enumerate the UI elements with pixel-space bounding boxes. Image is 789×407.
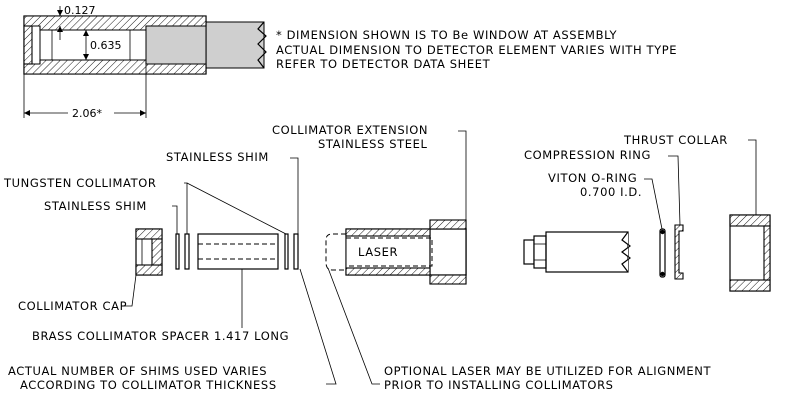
collimator-cap <box>135 228 163 276</box>
label-collimator-extension-2: STAINLESS STEEL <box>318 137 428 151</box>
label-shims-note-2: ACCORDING TO COLLIMATOR THICKNESS <box>20 378 277 392</box>
thrust-collar <box>729 214 771 292</box>
detector-tube <box>203 21 265 69</box>
stainless-shim-left <box>175 233 180 270</box>
label-stainless-shim-left: STAINLESS SHIM <box>44 199 147 213</box>
optional-laser: LASER <box>325 233 433 271</box>
label-stainless-shim-top: STAINLESS SHIM <box>166 150 269 164</box>
label-brass-spacer: BRASS COLLIMATOR SPACER 1.417 LONG <box>32 329 289 343</box>
dim-inner-diameter: 0.635 <box>90 39 122 52</box>
detector <box>523 231 631 273</box>
dim-window-offset: 0.127 <box>64 4 96 17</box>
label-laser-note-1: OPTIONAL LASER MAY BE UTILIZED FOR ALIGN… <box>384 364 711 378</box>
note-line-2: ACTUAL DIMENSION TO DETECTOR ELEMENT VAR… <box>276 43 677 57</box>
label-compression-ring: COMPRESSION RING <box>524 148 651 162</box>
collimator-extension <box>345 219 467 285</box>
compression-ring <box>674 224 684 280</box>
detector-in-body <box>145 25 207 65</box>
tungsten-collimator <box>184 233 190 270</box>
label-shims-note-1: ACTUAL NUMBER OF SHIMS USED VARIES <box>8 364 267 378</box>
stainless-shim-right <box>293 233 299 270</box>
label-viton-o-ring-id: 0.700 I.D. <box>580 185 642 199</box>
label-viton-o-ring: VITON O-RING <box>548 171 637 185</box>
label-collimator-extension-1: COLLIMATOR EXTENSION <box>272 123 428 137</box>
label-collimator-cap: COLLIMATOR CAP <box>18 299 127 313</box>
label-laser-note-2: PRIOR TO INSTALLING COLLIMATORS <box>384 378 614 392</box>
laser-label: LASER <box>358 245 398 259</box>
viton-o-ring <box>659 228 666 278</box>
shim-right-1 <box>284 233 289 270</box>
label-tungsten-collimator: TUNGSTEN COLLIMATOR <box>3 176 156 190</box>
dim-length: 2.06* <box>72 107 102 120</box>
note-line-3: REFER TO DETECTOR DATA SHEET <box>276 57 491 71</box>
note-line-1: * DIMENSION SHOWN IS TO Be WINDOW AT ASS… <box>276 28 618 42</box>
cap-wall <box>23 25 33 65</box>
brass-collimator-spacer <box>197 233 279 270</box>
tube-break-line <box>257 21 267 69</box>
assembled-section-view: 0.127 0.635 2.06* <box>23 4 267 120</box>
label-thrust-collar: THRUST COLLAR <box>623 133 728 147</box>
